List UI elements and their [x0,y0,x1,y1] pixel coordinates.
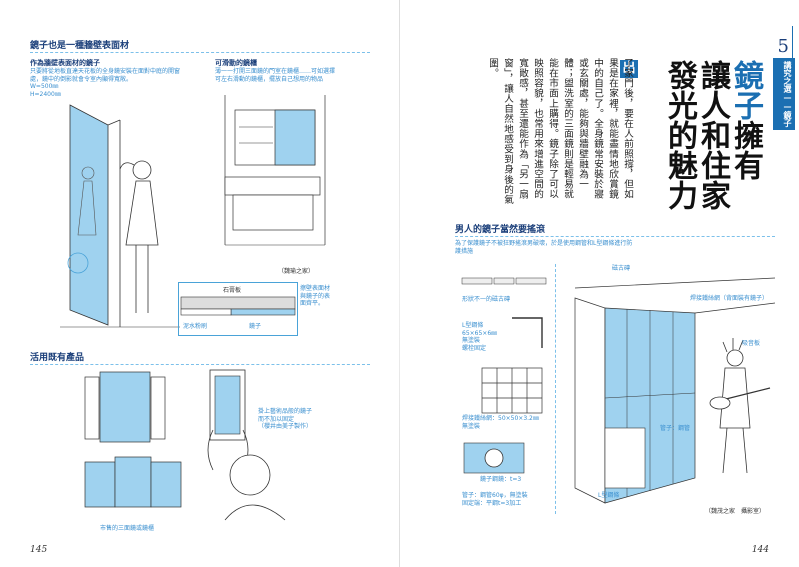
section-title-wall-material: 鏡子也是一種牆壁表面材 [30,41,130,51]
detail-column [455,264,556,514]
label-pipe-steel: 管子：鋼管 [660,425,691,432]
tri-mirror-caption: 市售的三面鏡或鏡櫃 [100,525,155,532]
label-tile-bars: 形狀不一的磁古磚 [462,296,511,303]
title-column-3: 發光的魅力 [662,60,697,210]
detail-label-plaster: 泥水粉刷 [183,323,208,330]
page-number-left: 145 [30,545,48,555]
label-mesh: 焊接鐵絲網：50×50×3.2㎜ 無塗裝 [462,415,539,430]
hanging-mirror-illustration [207,369,286,521]
title-column-2: 讓人和住家 [695,60,730,210]
hanging-mirror-desc: 掛上藝術品般的鏡子 而不加以固定 （櫻井由美子製作） [258,408,313,430]
page-number-right: 144 [751,545,769,555]
credit-yu: （魏瑜之家） [278,268,315,275]
fig2-description: 薄一一打開三面鏡的門室在鏡櫃……可如選擇可左右滑動的鏡櫃，擺放自己想用的物品 [215,68,336,83]
spine-gutter [399,0,400,567]
label-angle-steel: L型鋼條 65×65×6㎜ 無塗裝 螺栓固定 [462,322,498,352]
credit-right: （魏茂之家 攝影室） [705,508,766,515]
body-text: 了家門後，要在人前照撐，但如果是在家裡，就能盡情地欣賞鏡中的自己了。全身鏡常安裝… [487,58,633,205]
label-pipe-note: 管子：鋼管60φ，無塗裝 固定端：平鋼t=3加工 [462,492,528,507]
detail-section-box: 石膏板 泥水粉刷 鏡子 [178,282,298,336]
dashed-divider [30,52,370,53]
dashed-divider-right [455,236,775,237]
label-l-steel: L型鋼條 [598,492,620,499]
dashed-divider-2 [30,364,370,365]
fig1-description: 只要將從地板直達天花板的全身鏡安裝在面對中庭的開窗處，鏡中的倒影就會令室內顯得寬… [30,68,181,98]
chapter-number: 5 [777,36,789,57]
label-deco-tile: 磁古磚 [612,265,631,272]
detail-label-mirror: 鏡子 [249,323,262,330]
title-column-1: 鏡子擁有 [728,60,763,180]
fig2-title: 可滑動的鏡櫃 [215,59,257,67]
label-mirror-t3: 鏡子鋼鏡：t=3 [480,476,522,483]
fig2-vanity-illustration [224,95,326,246]
section-intro: 為了保護鏡子不被狂野搖滾男破壞，於是使用鋼管和L型鋼條進行防護措施 [455,240,633,255]
detail-label-gypsum: 石膏板 [223,287,242,294]
rock-room-illustration [574,277,776,504]
label-weld-mesh-mirror: 焊接鐵絲網（背面裝有鏡子） [690,295,769,302]
detail-note: 擦壁表面材 與鏡子的表 面齊平。 [300,285,331,307]
label-sound-absorb: 吸音板 [742,340,761,347]
dropcap: 出 [620,60,638,78]
section-title-rock-mirror: 男人的鏡子當然要搖滾 [455,225,546,235]
chapter-rule [792,26,793,74]
fig1-title: 作為牆壁表面材的鏡子 [30,59,100,67]
fig1-mirror-illustration [60,104,180,328]
chapter-side-tag: 講究之選——鏡子 [773,58,795,130]
detail-drawings [461,277,547,474]
tri-mirror-illustration [84,371,182,508]
section-title-existing-products: 活用既有產品 [30,353,85,363]
